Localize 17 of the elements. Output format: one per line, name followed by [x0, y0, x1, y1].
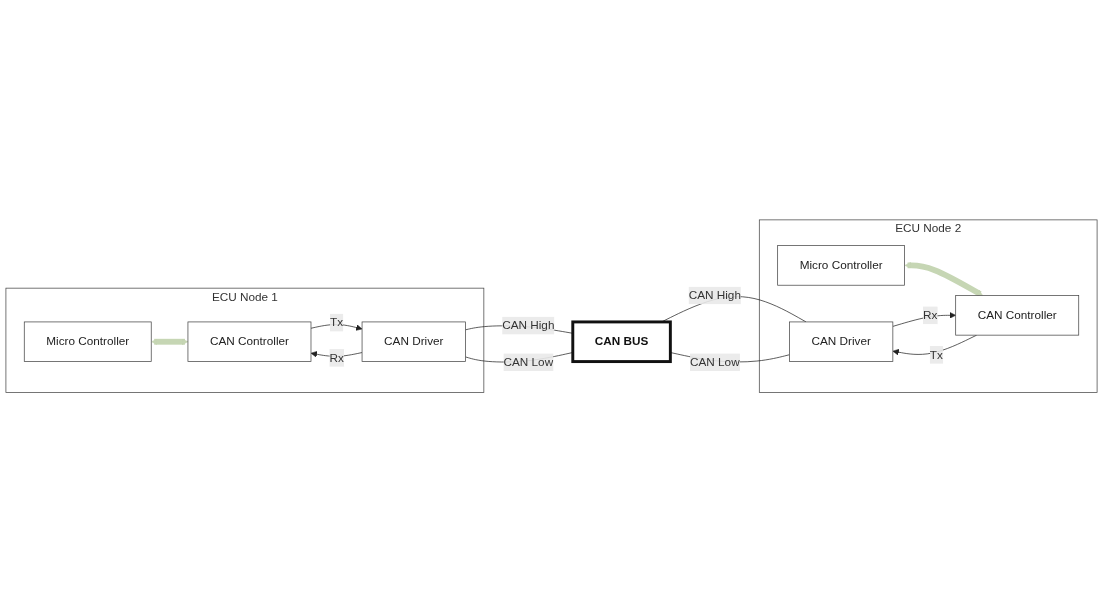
arrow [904, 262, 983, 297]
edge-label: CAN High [688, 289, 741, 302]
node-box: CAN Driver [789, 321, 894, 363]
edge-label: CAN Low [690, 356, 740, 369]
node-box: CAN Controller [955, 295, 1080, 336]
edge-label: Tx [929, 348, 943, 362]
edge-label: Rx [329, 351, 344, 365]
node-box: Micro Controller [777, 245, 905, 286]
node-box: Micro Controller [23, 321, 152, 363]
node-box: CAN BUS [571, 320, 672, 364]
arrow [151, 338, 189, 346]
edge-label: CAN High [502, 319, 555, 332]
edge-label: CAN Low [503, 356, 554, 369]
edge-label: Tx [329, 316, 344, 329]
edge-label: Rx [922, 309, 938, 322]
node-box: CAN Controller [187, 321, 312, 363]
node-box: CAN Driver [361, 321, 466, 363]
